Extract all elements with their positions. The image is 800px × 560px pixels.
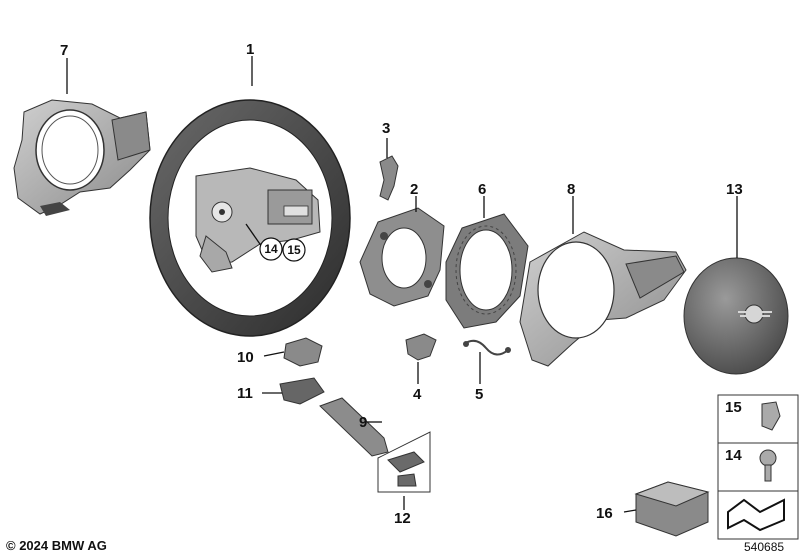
part-12-group — [377, 431, 431, 493]
part-5-wire — [463, 339, 511, 356]
svg-text:15: 15 — [287, 243, 301, 257]
callout-1: 1 — [246, 41, 254, 58]
callout-10: 10 — [237, 349, 254, 366]
part-6-frame-ring — [445, 213, 529, 329]
part-2-bracket — [359, 207, 445, 307]
svg-text:14: 14 — [264, 242, 278, 256]
circled-callout-14: 14 — [259, 237, 283, 261]
clip-15-icon — [761, 401, 781, 431]
part-16-box — [634, 481, 710, 537]
circled-callout-15: 15 — [282, 238, 306, 262]
callout-5: 5 — [475, 386, 483, 403]
part-9-strip — [319, 397, 389, 457]
screw-14-icon — [759, 449, 777, 467]
callout-7: 7 — [60, 42, 68, 59]
callout-11: 11 — [237, 385, 253, 402]
callout-16: 16 — [596, 505, 613, 522]
part-10-switch — [283, 337, 323, 367]
callout-15: 15 — [725, 399, 742, 416]
callout-2: 2 — [410, 181, 418, 198]
callout-6: 6 — [478, 181, 486, 198]
part-7-column-trim — [13, 99, 151, 216]
part-3-clip — [379, 155, 399, 201]
callout-4: 4 — [413, 386, 422, 403]
part-11-pad — [279, 377, 325, 405]
callout-9: 9 — [359, 414, 367, 431]
legend-boxes — [717, 394, 799, 540]
drawing-number: 540685 — [744, 540, 785, 554]
callout-14: 14 — [725, 447, 742, 464]
part-1-steering-wheel — [149, 99, 351, 337]
callout-12: 12 — [394, 510, 411, 527]
callout-13: 13 — [726, 181, 743, 198]
part-8-trim-cover — [519, 231, 687, 367]
part-4-small-bracket — [405, 333, 437, 361]
callout-8: 8 — [567, 181, 575, 198]
arrow-icon — [727, 498, 785, 532]
part-13-airbag-cap — [683, 257, 789, 375]
callout-3: 3 — [382, 120, 390, 137]
leader-lines — [66, 56, 738, 513]
copyright: © 2024 BMW AG — [6, 538, 107, 553]
